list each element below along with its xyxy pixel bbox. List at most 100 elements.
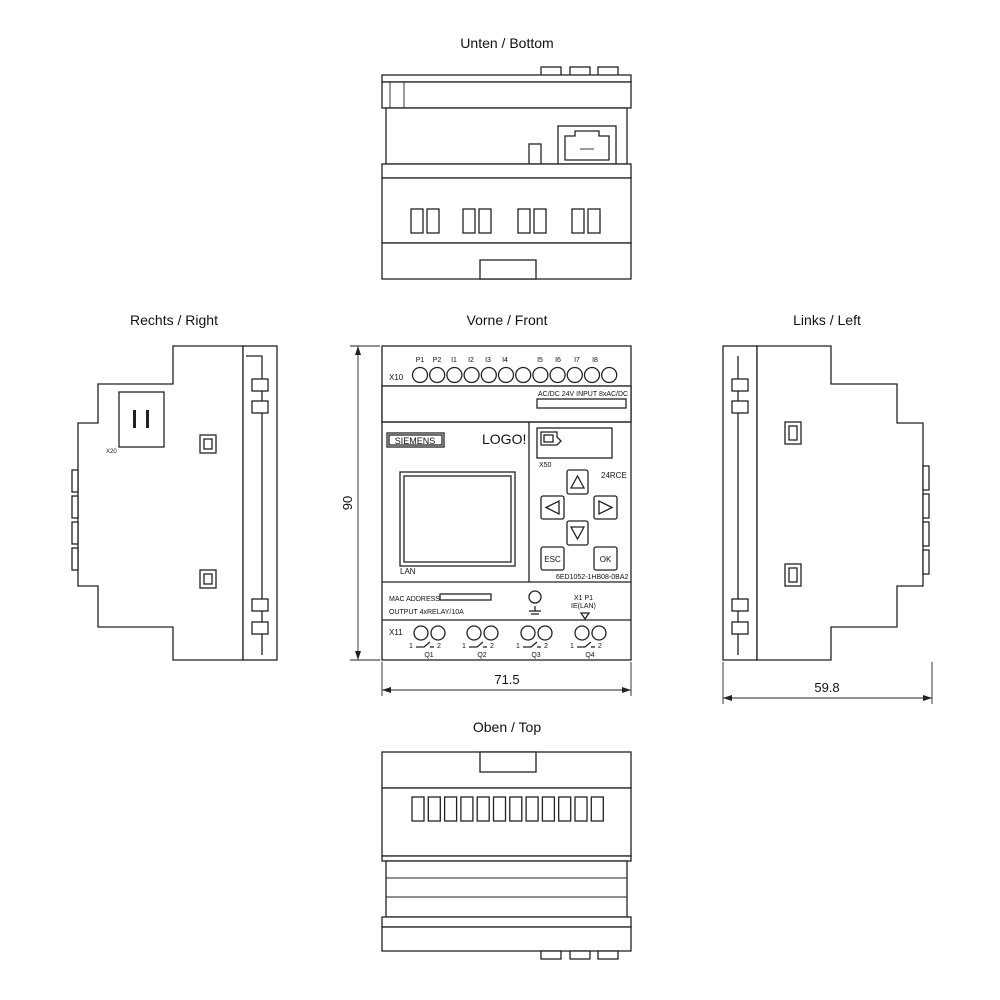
view-title-front: Vorne / Front [466, 312, 548, 328]
left-view [722, 345, 930, 661]
input-label-p1: P1 [416, 357, 425, 364]
dimension-width: 71.5 [381, 662, 632, 696]
output-label-q3: Q3 [531, 652, 540, 659]
terminal-screw [558, 796, 572, 822]
output-terminal[interactable] [466, 625, 482, 641]
ground-icon [529, 606, 541, 615]
terminal-screw [476, 796, 490, 822]
view-title-right: Rechts / Right [130, 312, 218, 328]
bottom-view [381, 66, 632, 280]
output-rating-label: OUTPUT 4xRELAY/10A [389, 609, 464, 616]
contact-label-1: 1 [409, 643, 413, 650]
relay-contact-icon [523, 641, 541, 648]
output-terminal[interactable] [574, 625, 590, 641]
button-left[interactable] [540, 495, 565, 520]
output-label-q2: Q2 [477, 652, 486, 659]
input-terminal[interactable] [429, 366, 446, 384]
output-terminal[interactable] [430, 625, 446, 641]
input-label-i1: I1 [451, 357, 457, 364]
dimension-height: 90 [340, 345, 380, 661]
x50-label: X50 [539, 462, 552, 469]
output-terminal[interactable] [520, 625, 536, 641]
ok-button[interactable]: OK [593, 546, 618, 571]
output-terminal[interactable] [591, 625, 607, 641]
input-terminals [411, 366, 618, 384]
x11-label: X11 [389, 628, 403, 637]
output-group-q2: 1 2Q2 [462, 625, 499, 659]
arrow-down-icon [579, 612, 591, 621]
output-terminal[interactable] [483, 625, 499, 641]
lan-label: LAN [400, 567, 416, 576]
input-terminal[interactable] [583, 366, 601, 384]
input-terminal[interactable] [463, 366, 480, 384]
top-view [381, 751, 632, 960]
terminal-screw [460, 796, 474, 822]
input-label-i6: I6 [555, 357, 561, 364]
depth-dimension: 59.8 [814, 680, 839, 695]
input-rating-label: AC/DC 24V INPUT 8xAC/DC [538, 391, 628, 398]
ie-lan-label: IE(LAN) [571, 603, 596, 610]
contact-label-2: 2 [490, 643, 494, 650]
terminal-screw [541, 796, 556, 822]
output-terminal[interactable] [537, 625, 553, 641]
order-number: 6ED1052-1HB08-0BA2 [556, 574, 628, 581]
input-terminal[interactable] [497, 366, 515, 384]
terminal-screw [574, 796, 588, 822]
contact-label-2: 2 [544, 643, 548, 650]
esc-button[interactable]: ESC [540, 546, 565, 571]
button-down[interactable] [566, 520, 589, 546]
top-terminals [411, 796, 604, 822]
logo-label: LOGO! [482, 431, 526, 447]
output-group-q3: 1 2Q3 [516, 625, 553, 659]
input-terminal[interactable] [480, 366, 497, 384]
terminal-screw [509, 796, 523, 822]
height-dimension: 90 [340, 496, 355, 510]
model-label: 24RCE [601, 471, 627, 480]
button-up[interactable] [566, 469, 589, 495]
contact-label-1: 1 [462, 643, 466, 650]
input-label-i5: I5 [537, 357, 543, 364]
input-terminal[interactable] [411, 366, 429, 384]
terminal-screw [492, 796, 507, 822]
input-label-i2: I2 [468, 357, 474, 364]
input-terminal[interactable] [566, 366, 583, 384]
contact-label-1: 1 [516, 643, 520, 650]
output-terminal[interactable] [413, 625, 429, 641]
button-right[interactable] [593, 495, 618, 520]
relay-contact-icon [469, 641, 487, 648]
input-terminal[interactable] [515, 366, 532, 384]
relay-contact-icon [577, 641, 595, 648]
terminal-screw [411, 796, 425, 822]
input-terminal[interactable] [446, 366, 463, 384]
input-label-p2: P2 [433, 357, 442, 364]
siemens-brand: SIEMENS [395, 436, 436, 446]
x10-label: X10 [389, 373, 404, 382]
input-label-i4: I4 [502, 357, 508, 364]
relay-contact-icon [416, 641, 434, 648]
ok-label: OK [600, 555, 612, 564]
x1p1-label: X1 P1 [574, 595, 593, 602]
terminal-screw [427, 796, 441, 822]
input-terminal[interactable] [601, 366, 618, 384]
view-title-bottom: Unten / Bottom [460, 35, 554, 51]
terminal-screw [443, 796, 458, 822]
input-terminal[interactable] [549, 366, 566, 384]
view-title-left: Links / Left [793, 312, 861, 328]
contact-label-2: 2 [598, 643, 602, 650]
terminal-screw [590, 796, 604, 822]
view-title-top: Oben / Top [472, 719, 542, 735]
esc-label: ESC [544, 555, 561, 564]
x20-label: X20 [106, 449, 117, 455]
right-view: X20 [71, 345, 278, 661]
terminal-screw [525, 796, 539, 822]
mac-address-label: MAC ADDRESS [389, 596, 440, 603]
lcd-display [399, 471, 516, 567]
width-dimension: 71.5 [494, 672, 519, 687]
input-label-i3: I3 [485, 357, 491, 364]
contact-label-2: 2 [437, 643, 441, 650]
input-terminal[interactable] [532, 366, 549, 384]
